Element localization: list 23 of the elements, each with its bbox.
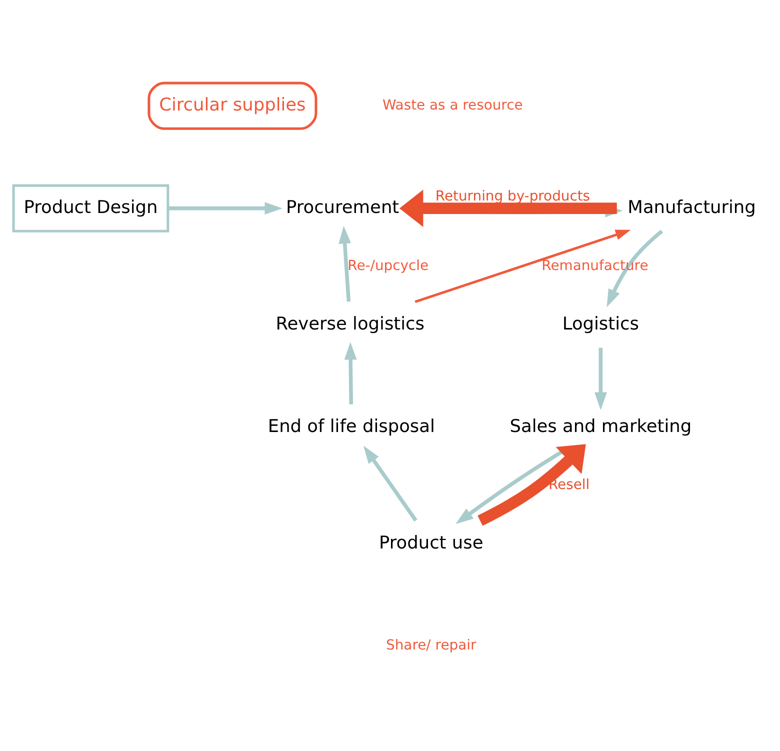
node-text: Reverse logistics: [276, 314, 425, 334]
node-box: Circular supplies: [148, 81, 318, 130]
arrow: [478, 444, 586, 526]
arrow: [338, 225, 351, 302]
node-text: Product use: [379, 532, 484, 553]
arrow: [606, 229, 664, 307]
label: Share/ repair: [386, 637, 476, 654]
node-text: Manufacturing: [628, 198, 756, 218]
node-box: Product Design: [12, 184, 170, 232]
label: Waste as a resource: [382, 96, 523, 113]
arrow: [344, 341, 357, 404]
arrow: [363, 445, 418, 522]
node-text: Logistics: [562, 314, 639, 334]
edge-label: Re-/upcycle: [348, 258, 429, 274]
arrow: [594, 347, 607, 410]
node-text: Sales and marketing: [510, 416, 692, 436]
node-text: Procurement: [286, 198, 400, 218]
arrow: [414, 229, 631, 303]
arrow: [168, 202, 282, 214]
node-text: End of life disposal: [268, 416, 435, 436]
edge-label: Remanufacture: [542, 258, 648, 274]
arrow: [399, 189, 617, 227]
edge-label: Returning by-products: [435, 188, 590, 204]
